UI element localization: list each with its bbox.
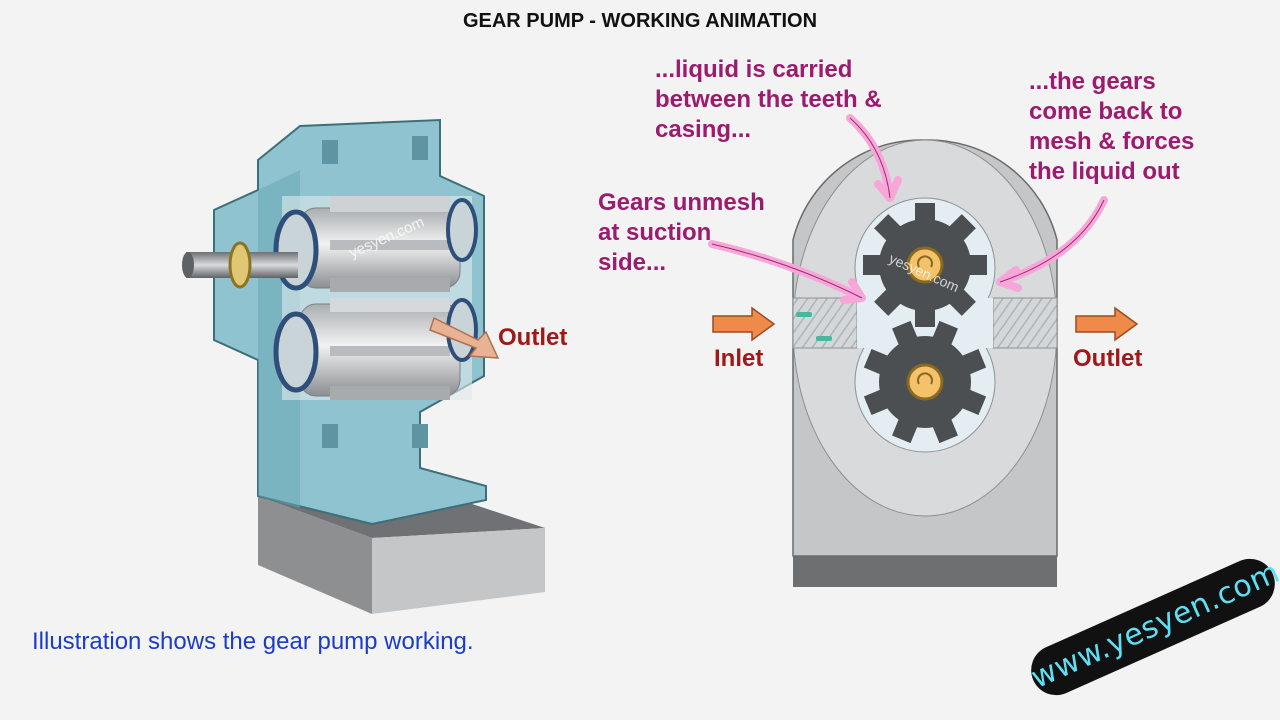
gear-tooth [330, 386, 450, 400]
schematic-outlet-label: Outlet [1073, 345, 1142, 373]
bearing [448, 200, 476, 260]
bolt-slot [322, 424, 338, 448]
cutaway-outlet-label: Outlet [498, 324, 567, 352]
outlet-flow-arrow [1076, 308, 1137, 340]
shaft-end [182, 252, 194, 278]
bolt-slot [322, 140, 338, 164]
bolt-slot [412, 424, 428, 448]
caption: Illustration shows the gear pump working… [32, 628, 474, 656]
base-side [372, 528, 545, 614]
liquid-drop [816, 336, 832, 341]
gear-tooth [330, 196, 450, 212]
gear-tooth [330, 298, 450, 312]
inlet-arrow [713, 308, 774, 340]
annotation-mesh: ...the gears come back to mesh & forces … [1029, 67, 1194, 187]
bearing [276, 314, 316, 390]
cutaway-pump: yesyen.com [182, 120, 545, 614]
annotation-carried: ...liquid is carried between the teeth &… [655, 55, 882, 145]
shaft-seal [230, 243, 250, 287]
liquid-drop [796, 312, 812, 317]
outlet-port [993, 298, 1057, 348]
inlet-label: Inlet [714, 345, 763, 373]
gear-tooth [330, 346, 450, 356]
bolt-slot [412, 136, 428, 160]
schematic-base [793, 556, 1057, 587]
annotation-unmesh: Gears unmesh at suction side... [598, 188, 765, 278]
bottom-gear-shaft [908, 365, 942, 399]
gear-tooth [330, 278, 450, 292]
